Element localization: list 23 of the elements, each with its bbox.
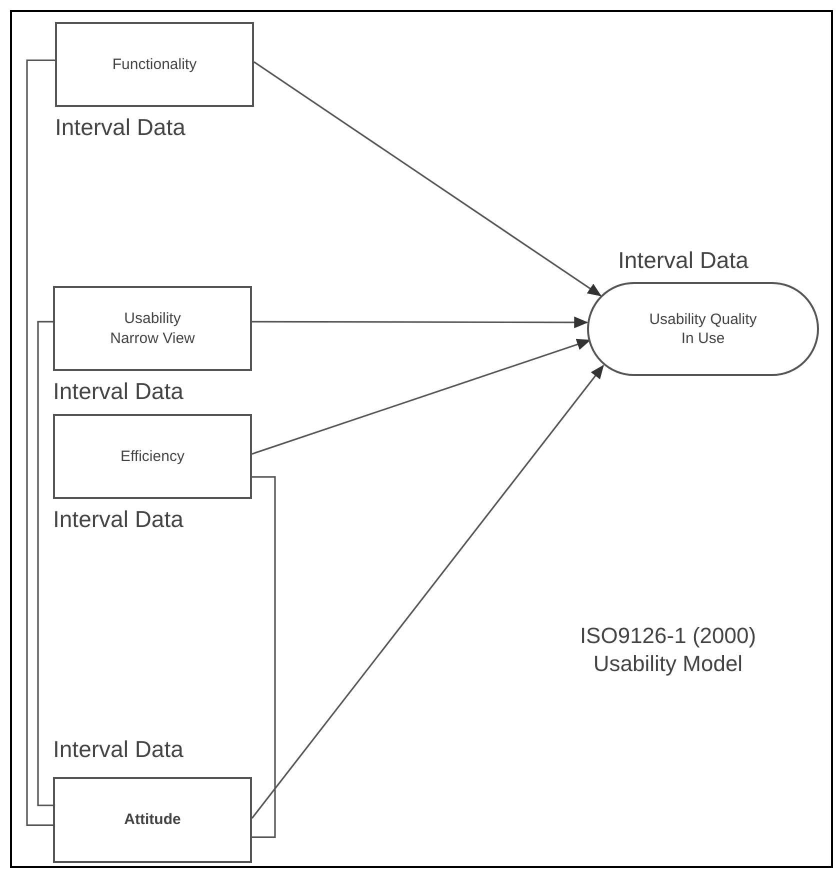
arrow	[254, 61, 602, 296]
arrow	[252, 338, 591, 455]
arrow	[252, 316, 588, 328]
arrow	[251, 364, 604, 819]
process-box	[55, 22, 254, 107]
node-label: Usability Quality In Use	[648, 310, 758, 348]
data-type-label: Interval Data	[55, 114, 186, 141]
node-label: Functionality	[112, 54, 197, 74]
node-label: Efficiency	[120, 446, 184, 466]
connector-line	[26, 59, 55, 826]
data-type-label: Interval Data	[53, 736, 184, 763]
process-box	[53, 414, 252, 499]
process-box	[53, 777, 252, 863]
node-label: Attitude	[124, 810, 181, 830]
terminal-shape	[587, 282, 819, 376]
model-note: ISO9126-1 (2000) Usability Model	[578, 622, 758, 677]
process-box	[53, 286, 252, 371]
connector-line	[37, 320, 53, 806]
data-type-label: Interval Data	[618, 247, 748, 274]
connector-line	[252, 476, 276, 838]
data-type-label: Interval Data	[53, 378, 184, 405]
data-type-label: Interval Data	[53, 506, 184, 533]
node-label: Usability Narrow View	[109, 309, 196, 348]
